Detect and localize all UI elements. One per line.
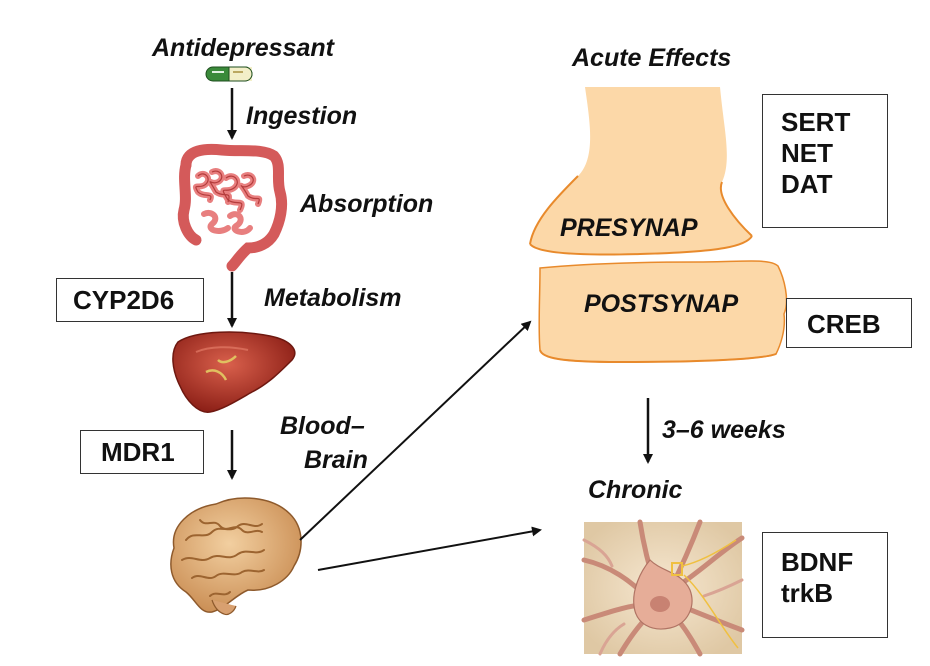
ingestion-label: Ingestion bbox=[246, 102, 358, 130]
bdnf-text: BDNF bbox=[781, 547, 854, 577]
blood-label: Blood– bbox=[280, 412, 365, 440]
dat-text: DAT bbox=[781, 169, 833, 200]
transporters-box: SERT NET DAT bbox=[762, 94, 888, 228]
brain-icon bbox=[170, 497, 302, 616]
neuron-icon bbox=[581, 519, 745, 657]
acute-effects-label: Acute Effects bbox=[572, 44, 732, 72]
trkb-text: trkB bbox=[781, 578, 834, 609]
absorption-label: Absorption bbox=[300, 190, 434, 218]
postsynap-label: POSTSYNAP bbox=[584, 290, 739, 318]
presynaptic-terminal bbox=[530, 87, 752, 255]
net-text: NET bbox=[781, 138, 833, 169]
antidepressant-label: Antidepressant bbox=[152, 34, 334, 62]
metabolism-label: Metabolism bbox=[264, 284, 402, 312]
brain-arrows bbox=[299, 320, 542, 571]
intestine-icon bbox=[177, 143, 288, 272]
cyp2d6-box: CYP2D6 bbox=[56, 278, 204, 322]
cyp2d6-text: CYP2D6 bbox=[73, 285, 175, 315]
neurotrophic-box: BDNF trkB bbox=[762, 532, 888, 638]
creb-text: CREB bbox=[807, 309, 881, 339]
chronic-label: Chronic bbox=[588, 476, 683, 504]
presynap-label: PRESYNAP bbox=[560, 214, 698, 242]
mdr1-text: MDR1 bbox=[101, 437, 175, 467]
mdr1-box: MDR1 bbox=[80, 430, 204, 474]
creb-box: CREB bbox=[786, 298, 912, 348]
liver-icon bbox=[172, 331, 296, 413]
brain-label: Brain bbox=[304, 446, 368, 474]
weeks-label: 3–6 weeks bbox=[662, 416, 786, 444]
sert-text: SERT bbox=[781, 107, 851, 137]
capsule-icon bbox=[205, 66, 253, 82]
